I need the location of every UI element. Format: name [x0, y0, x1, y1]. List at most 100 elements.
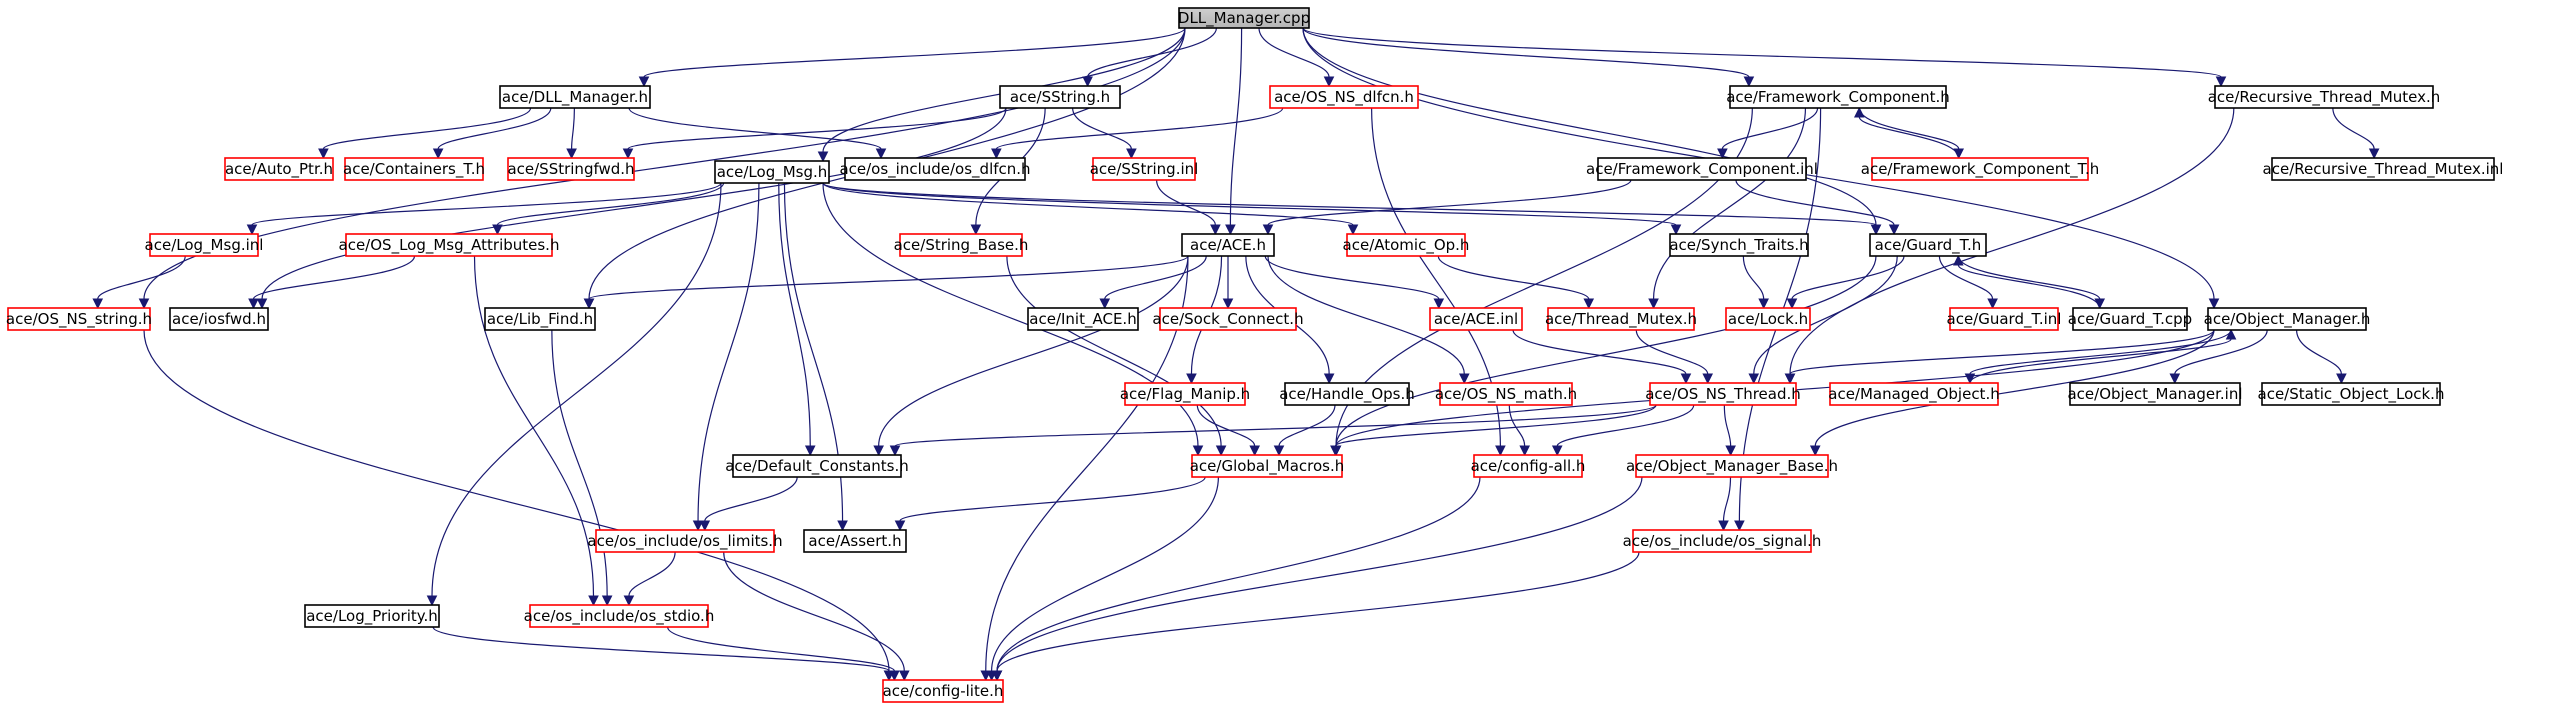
- node-autoptr[interactable]: ace/Auto_Ptr.h: [224, 157, 334, 181]
- node-stringbase[interactable]: ace/String_Base.h: [894, 233, 1029, 257]
- node-logmsginl[interactable]: ace/Log_Msg.inl: [145, 233, 264, 257]
- node-box-guardtinl[interactable]: [1949, 307, 2059, 331]
- node-box-osincdlfcn[interactable]: [844, 157, 1026, 181]
- node-box-guardtcpp[interactable]: [2072, 307, 2188, 331]
- node-box-osstdio[interactable]: [529, 604, 709, 628]
- node-threadmutex[interactable]: ace/Thread_Mutex.h: [1545, 307, 1697, 331]
- node-box-assert[interactable]: [803, 529, 907, 553]
- node-osnsstring[interactable]: ace/OS_NS_string.h: [6, 307, 152, 331]
- node-box-logmsg[interactable]: [714, 160, 830, 184]
- node-osstdio[interactable]: ace/os_include/os_stdio.h: [524, 604, 715, 628]
- node-oslimits[interactable]: ace/os_include/os_limits.h: [587, 529, 783, 553]
- node-box-handleops[interactable]: [1284, 382, 1410, 406]
- node-ossignal[interactable]: ace/os_include/os_signal.h: [1623, 529, 1822, 553]
- node-box-rtminl[interactable]: [2271, 157, 2495, 181]
- node-box-synch[interactable]: [1669, 233, 1809, 257]
- node-box-sockconn[interactable]: [1159, 307, 1297, 331]
- node-box-sstring[interactable]: [999, 85, 1121, 109]
- node-box-oslogattr[interactable]: [345, 233, 553, 257]
- node-box-sstringinl[interactable]: [1092, 157, 1196, 181]
- node-fwcomp[interactable]: ace/Framework_Component.h: [1726, 85, 1950, 109]
- node-containers[interactable]: ace/Containers_T.h: [343, 157, 485, 181]
- node-objmgrbase[interactable]: ace/Object_Manager_Base.h: [1626, 454, 1838, 478]
- node-osnsdlfcn[interactable]: ace/OS_NS_dlfcn.h: [1269, 85, 1419, 109]
- node-box-initace[interactable]: [1027, 307, 1139, 331]
- node-oslogattr[interactable]: ace/OS_Log_Msg_Attributes.h: [339, 233, 560, 257]
- node-box-objmgrbase[interactable]: [1635, 454, 1829, 478]
- node-lock[interactable]: ace/Lock.h: [1725, 307, 1811, 331]
- node-guardt[interactable]: ace/Guard_T.h: [1869, 233, 1987, 257]
- node-box-libfind[interactable]: [484, 307, 596, 331]
- node-box-threadmutex[interactable]: [1547, 307, 1695, 331]
- node-box-logmsginl[interactable]: [149, 233, 259, 257]
- node-box-configall[interactable]: [1473, 454, 1583, 478]
- node-box-logpriority[interactable]: [304, 604, 440, 628]
- node-sstring[interactable]: ace/SString.h: [999, 85, 1121, 109]
- node-sstringfwd[interactable]: ace/SStringfwd.h: [507, 157, 635, 181]
- node-box-autoptr[interactable]: [224, 157, 334, 181]
- node-box-sstringfwd[interactable]: [507, 157, 635, 181]
- node-box-fwcomp[interactable]: [1729, 85, 1947, 109]
- node-box-guardt[interactable]: [1869, 233, 1987, 257]
- node-box-aceinl[interactable]: [1429, 307, 1523, 331]
- node-configall[interactable]: ace/config-all.h: [1471, 454, 1586, 478]
- node-guardtcpp[interactable]: ace/Guard_T.cpp: [2068, 307, 2192, 331]
- node-box-defconst[interactable]: [732, 454, 902, 478]
- node-box-osnsmath[interactable]: [1439, 382, 1573, 406]
- node-logpriority[interactable]: ace/Log_Priority.h: [304, 604, 440, 628]
- node-fwcompinl[interactable]: ace/Framework_Component.inl: [1586, 157, 1818, 181]
- node-sockconn[interactable]: ace/Sock_Connect.h: [1152, 307, 1304, 331]
- node-box-lock[interactable]: [1725, 307, 1811, 331]
- node-box-rtm[interactable]: [2214, 85, 2434, 109]
- node-handleops[interactable]: ace/Handle_Ops.h: [1279, 382, 1415, 406]
- node-aceinl[interactable]: ace/ACE.inl: [1429, 307, 1523, 331]
- node-box-objmgrinl[interactable]: [2069, 382, 2241, 406]
- node-defconst[interactable]: ace/Default_Constants.h: [725, 454, 909, 478]
- node-osincdlfcn[interactable]: ace/os_include/os_dlfcn.h: [839, 157, 1031, 181]
- node-ace[interactable]: ace/ACE.h: [1181, 233, 1275, 257]
- node-box-dllmgr[interactable]: [499, 85, 651, 109]
- node-atomic[interactable]: ace/Atomic_Op.h: [1343, 233, 1470, 257]
- node-osnsthread[interactable]: ace/OS_NS_Thread.h: [1645, 382, 1801, 406]
- node-box-atomic[interactable]: [1346, 233, 1466, 257]
- node-staticobjlock[interactable]: ace/Static_Object_Lock.h: [2258, 382, 2445, 406]
- node-rtm[interactable]: ace/Recursive_Thread_Mutex.h: [2208, 85, 2441, 109]
- node-box-fwcompt[interactable]: [1871, 157, 2089, 181]
- node-box-managedobj[interactable]: [1829, 382, 1999, 406]
- node-box-root[interactable]: [1178, 7, 1310, 29]
- node-libfind[interactable]: ace/Lib_Find.h: [484, 307, 596, 331]
- node-synch[interactable]: ace/Synch_Traits.h: [1669, 233, 1809, 257]
- node-flagmanip[interactable]: ace/Flag_Manip.h: [1120, 382, 1250, 406]
- node-osnsmath[interactable]: ace/OS_NS_math.h: [1435, 382, 1577, 406]
- node-box-ace[interactable]: [1181, 233, 1275, 257]
- node-globalmacros[interactable]: ace/Global_Macros.h: [1190, 454, 1345, 478]
- node-rtminl[interactable]: ace/Recursive_Thread_Mutex.inl: [2263, 157, 2504, 181]
- node-box-oslimits[interactable]: [595, 529, 775, 553]
- node-guardtinl[interactable]: ace/Guard_T.inl: [1947, 307, 2062, 331]
- node-box-ossignal[interactable]: [1632, 529, 1812, 553]
- node-box-globalmacros[interactable]: [1191, 454, 1343, 478]
- node-objmgrinl[interactable]: ace/Object_Manager.inl: [2067, 382, 2243, 406]
- node-dllmgr[interactable]: ace/DLL_Manager.h: [499, 85, 651, 109]
- node-fwcompt[interactable]: ace/Framework_Component_T.h: [1861, 157, 2100, 181]
- node-assert[interactable]: ace/Assert.h: [803, 529, 907, 553]
- node-sstringinl[interactable]: ace/SString.inl: [1090, 157, 1199, 181]
- node-box-staticobjlock[interactable]: [2261, 382, 2441, 406]
- node-initace[interactable]: ace/Init_ACE.h: [1027, 307, 1139, 331]
- node-box-osnsdlfcn[interactable]: [1269, 85, 1419, 109]
- node-iosfwd[interactable]: ace/iosfwd.h: [169, 307, 269, 331]
- node-box-objmgr[interactable]: [2207, 307, 2367, 331]
- node-managedobj[interactable]: ace/Managed_Object.h: [1828, 382, 2000, 406]
- node-box-stringbase[interactable]: [899, 233, 1023, 257]
- node-box-flagmanip[interactable]: [1124, 382, 1246, 406]
- node-configlite[interactable]: ace/config-lite.h: [882, 679, 1004, 703]
- node-logmsg[interactable]: ace/Log_Msg.h: [714, 160, 830, 184]
- node-box-osnsstring[interactable]: [7, 307, 151, 331]
- node-box-osnsthread[interactable]: [1649, 382, 1797, 406]
- node-box-fwcompinl[interactable]: [1597, 157, 1807, 181]
- node-box-containers[interactable]: [344, 157, 484, 181]
- node-box-configlite[interactable]: [882, 679, 1004, 703]
- node-objmgr[interactable]: ace/Object_Manager.h: [2204, 307, 2371, 331]
- node-root[interactable]: DLL_Manager.cpp: [1178, 7, 1310, 29]
- node-box-iosfwd[interactable]: [169, 307, 269, 331]
